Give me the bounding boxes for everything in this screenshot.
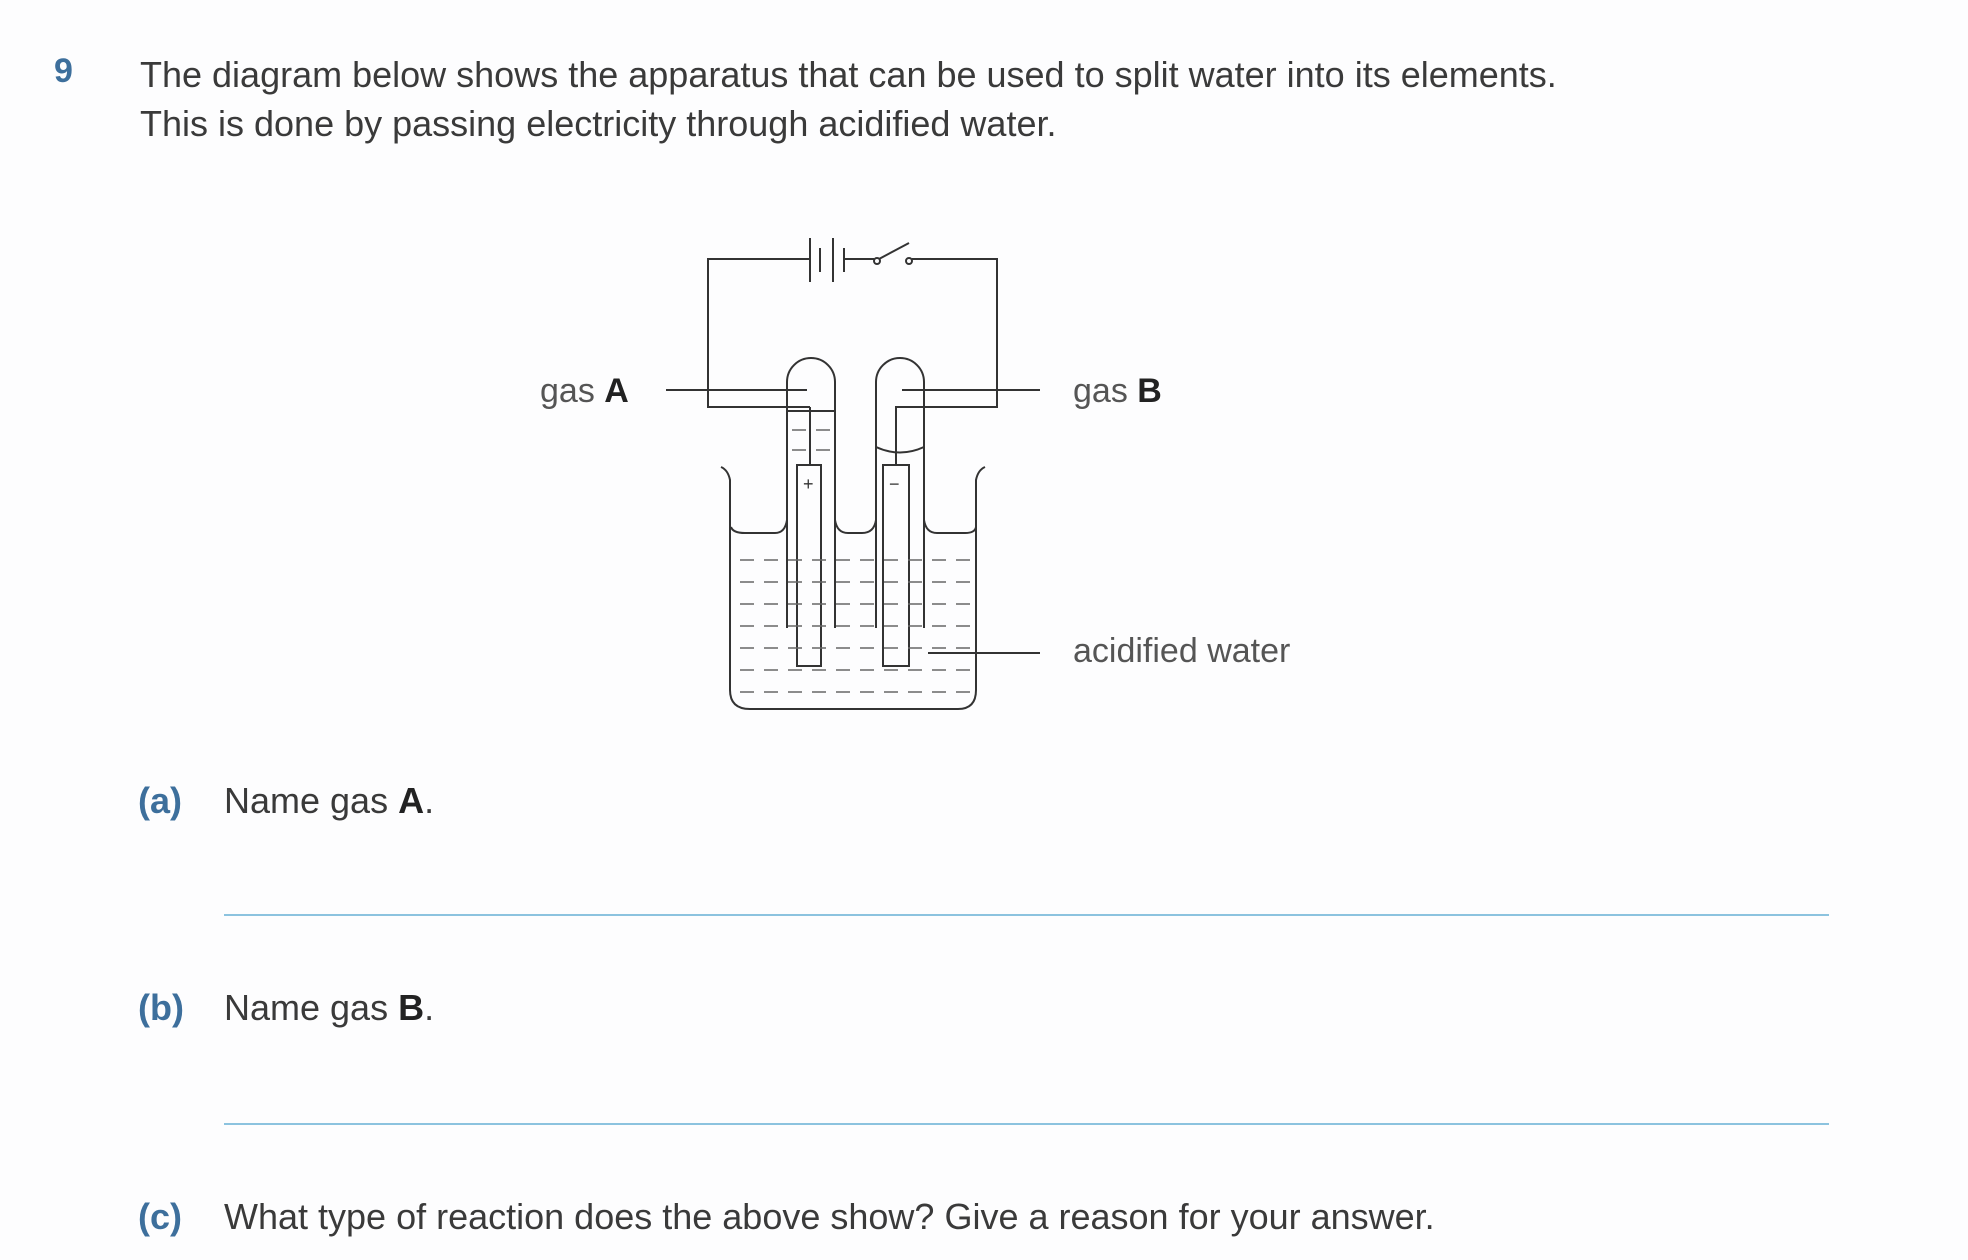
part-a-label: (a) <box>138 780 182 821</box>
gas-b-label: gas B <box>1073 372 1162 411</box>
acidified-water-label: acidified water <box>1073 632 1291 670</box>
question-stem: The diagram below shows the apparatus th… <box>140 50 1557 148</box>
part-b-text: Name gas <box>224 987 399 1028</box>
answer-line-a[interactable] <box>224 914 1829 916</box>
stem-line-2: This is done by passing electricity thro… <box>140 103 1057 144</box>
part-c-question: What type of reaction does the above sho… <box>224 1196 1435 1237</box>
battery-icon <box>809 238 845 282</box>
test-tube-left <box>786 357 836 628</box>
part-b-end: . <box>424 987 435 1028</box>
question-number: 9 <box>54 52 73 90</box>
part-b-bold: B <box>398 987 425 1028</box>
part-b-question: Name gas B. <box>224 987 434 1029</box>
part-b-label: (b) <box>138 987 184 1028</box>
beaker <box>720 466 986 710</box>
part-a-question: Name gas A. <box>224 780 434 822</box>
gas-a-label: gas A <box>540 372 629 411</box>
part-a-end: . <box>424 780 435 821</box>
part-c-label: (c) <box>138 1196 182 1237</box>
gas-a-letter: A <box>604 372 629 410</box>
part-a-text: Name gas <box>224 780 399 821</box>
water-surface <box>730 519 977 534</box>
answer-line-b[interactable] <box>224 1123 1829 1125</box>
gas-a-prefix: gas <box>540 372 605 410</box>
gas-b-letter: B <box>1137 372 1162 410</box>
circuit-wire <box>707 258 998 465</box>
switch-icon <box>873 242 913 265</box>
anode-electrode <box>796 464 822 667</box>
gas-b-prefix: gas <box>1073 372 1138 410</box>
anode-sign: + <box>803 474 814 494</box>
test-tube-right <box>875 357 925 628</box>
water-dashes <box>740 429 970 693</box>
part-a-bold: A <box>398 780 425 821</box>
cathode-electrode <box>882 464 910 667</box>
cathode-sign: − <box>889 474 900 494</box>
stem-line-1: The diagram below shows the apparatus th… <box>140 54 1557 95</box>
